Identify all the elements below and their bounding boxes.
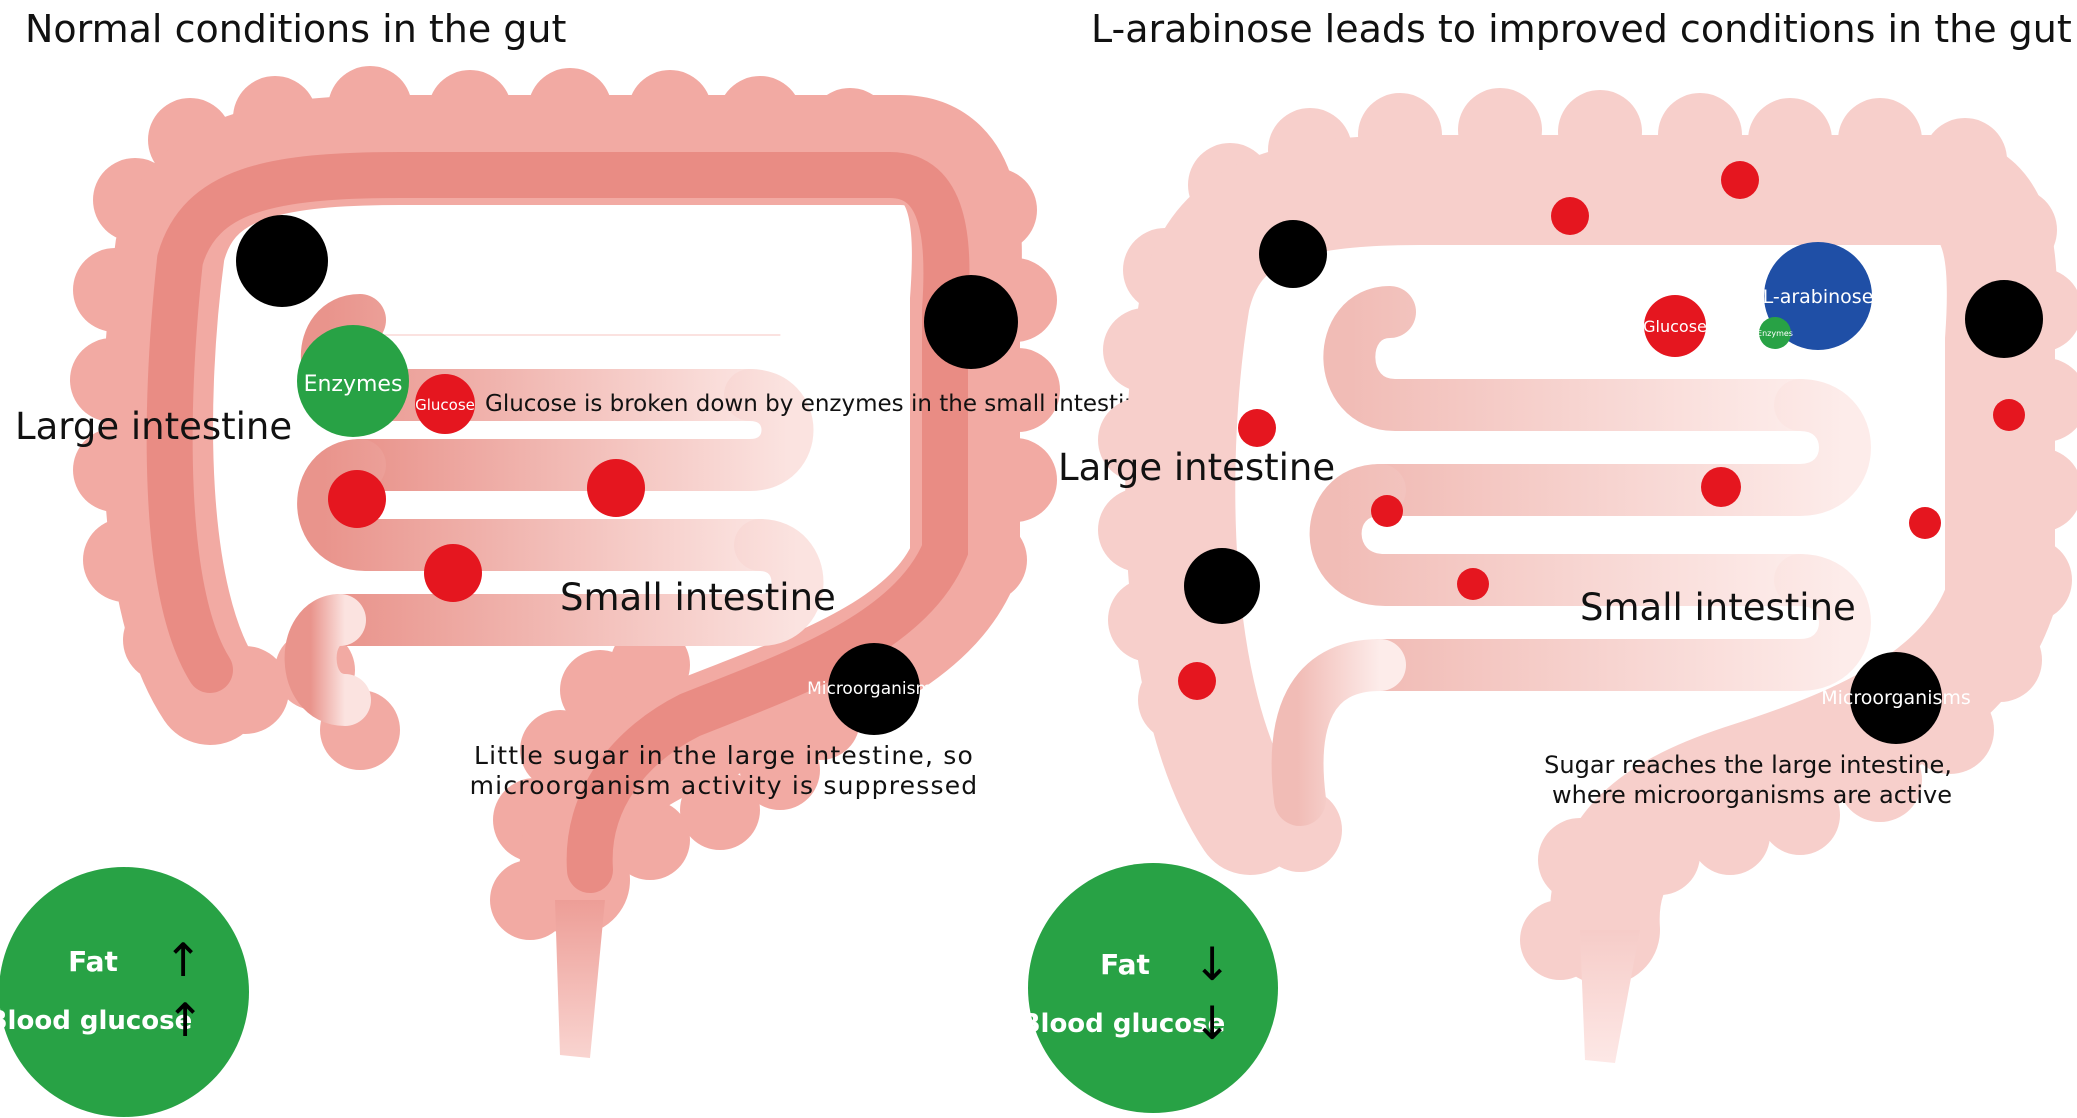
left-glucose-label: Glucose — [415, 396, 475, 414]
right-glucose-label: Glucose — [1643, 317, 1707, 336]
right-title: L-arabinose leads to improved conditions… — [1091, 7, 2072, 51]
right-large-intestine — [1098, 88, 2077, 1063]
right-enzymes-label: Enzymes — [1757, 329, 1793, 338]
right-glucose-9 — [1178, 662, 1216, 700]
right-glucose-2 — [1721, 161, 1759, 199]
right-blood-label: Blood glucose — [1021, 1009, 1226, 1039]
right-caption-line2: where microorganisms are active — [1552, 781, 1952, 809]
left-glucose-1 — [328, 470, 386, 528]
left-large-intestine-label: Large intestine — [15, 405, 292, 448]
right-microorganism-3 — [1184, 548, 1260, 624]
left-small-intestine-label: Small intestine — [560, 576, 836, 619]
left-micro-caption-line1: Little sugar in the large intestine, so — [474, 741, 974, 770]
right-microorganisms-label: Microorganisms — [1821, 687, 1971, 709]
left-glucose-2 — [587, 459, 645, 517]
left-microorganisms-label: Microorganisms — [807, 679, 941, 699]
right-glucose-7 — [1909, 507, 1941, 539]
right-caption-line1: Sugar reaches the large intestine, — [1544, 751, 1952, 779]
right-fat-arrow: ↓ — [1193, 937, 1232, 991]
right-panel: L-arabinose leads to improved conditions… — [1021, 7, 2077, 1113]
left-glucose-labeled — [415, 374, 475, 434]
right-microorganism-1 — [1259, 220, 1327, 288]
right-blood-arrow: ↓ — [1193, 996, 1232, 1050]
right-enzyme — [1759, 317, 1791, 349]
right-glucose-1 — [1551, 197, 1589, 235]
left-enzymes-label: Enzymes — [304, 372, 403, 397]
right-arabinose — [1764, 242, 1872, 350]
left-microorganism-3 — [828, 643, 920, 735]
right-result-badge: Fat ↓ Blood glucose ↓ — [1021, 863, 1278, 1113]
left-blood-label: Blood glucose — [0, 1006, 192, 1036]
left-title: Normal conditions in the gut — [25, 7, 566, 51]
left-rectum — [555, 900, 605, 1058]
left-blood-arrow: ↑ — [166, 993, 205, 1047]
left-glucose-3 — [424, 544, 482, 602]
left-panel: Normal conditions in the gut — [0, 7, 1160, 1117]
right-small-intestine-label: Small intestine — [1580, 586, 1856, 629]
left-micro-caption-line2: microorganism activity is suppressed — [470, 771, 979, 800]
right-glucose-4 — [1993, 399, 2025, 431]
left-fat-arrow: ↑ — [164, 933, 203, 987]
left-result-badge: Fat ↑ Blood glucose ↑ — [0, 867, 249, 1117]
left-glucose-caption: Glucose is broken down by enzymes in the… — [485, 391, 1160, 417]
right-rectum — [1580, 930, 1640, 1063]
right-microorganism-2 — [1965, 280, 2043, 358]
right-fat-label: Fat — [1100, 948, 1150, 981]
right-small-intestine — [1271, 286, 1871, 826]
right-glucose-3 — [1238, 409, 1276, 447]
right-glucose-5 — [1371, 495, 1403, 527]
right-large-intestine-label: Large intestine — [1058, 446, 1335, 489]
left-enzyme — [297, 325, 409, 437]
right-glucose-labeled — [1644, 295, 1706, 357]
right-glucose-8 — [1457, 568, 1489, 600]
right-arabinose-label: L-arabinose — [1763, 286, 1874, 308]
left-microorganism-1 — [236, 215, 328, 307]
left-fat-label: Fat — [68, 945, 118, 978]
left-microorganism-2 — [924, 275, 1018, 369]
right-microorganism-4 — [1850, 652, 1942, 744]
right-glucose-6 — [1701, 467, 1741, 507]
